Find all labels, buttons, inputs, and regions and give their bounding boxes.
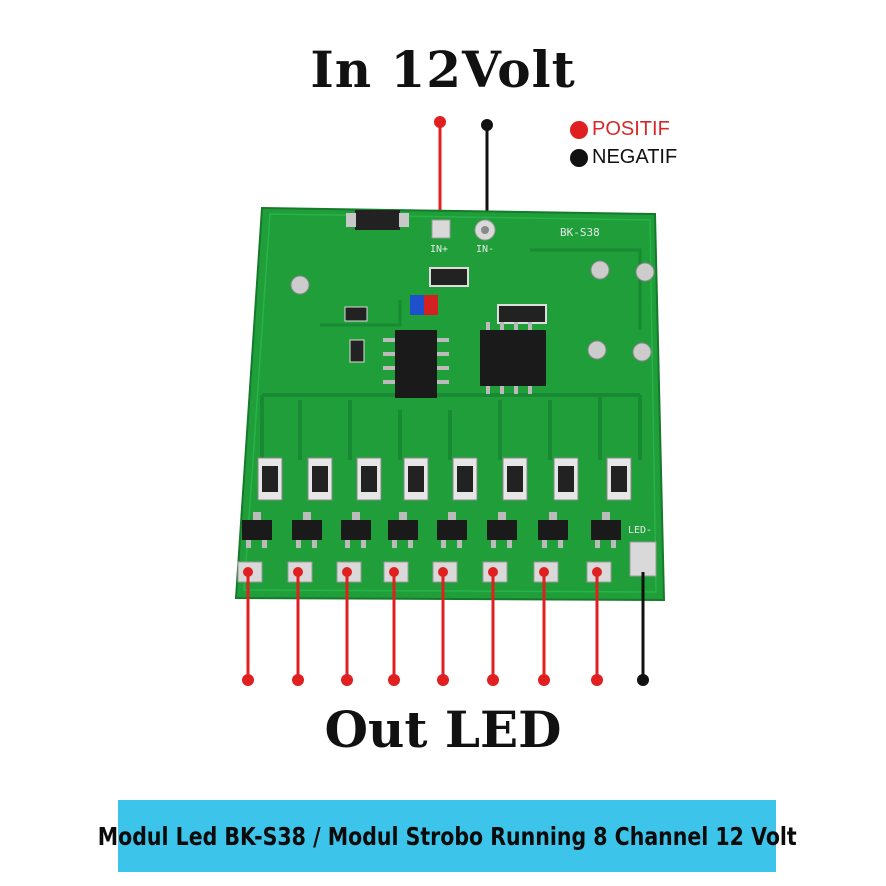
resistor-row xyxy=(257,457,632,501)
silk-model-label: BK-S38 xyxy=(560,226,600,239)
legend-positive-label: POSITIF xyxy=(592,118,670,140)
input-positive-terminal-icon xyxy=(434,116,446,128)
resistor-component xyxy=(502,457,528,501)
output-terminal-icon xyxy=(388,674,400,686)
output-terminal-icon xyxy=(242,674,254,686)
resistor-component xyxy=(403,457,429,501)
transistor-component xyxy=(388,512,418,548)
output-terminal-icon xyxy=(437,674,449,686)
output-start-dot-icon xyxy=(243,567,253,577)
output-negative-terminal-icon xyxy=(637,674,649,686)
transistor-component xyxy=(292,512,322,548)
resistor-component xyxy=(452,457,478,501)
transistor-component xyxy=(538,512,568,548)
output-start-dot-icon xyxy=(592,567,602,577)
diode-component xyxy=(355,210,400,230)
transistor-row xyxy=(242,512,621,548)
resistor-component xyxy=(606,457,632,501)
circuit-board: BK-S38 IN+ IN- LED- xyxy=(234,206,666,602)
output-led-title: Out LED xyxy=(324,700,562,759)
silk-led-negative-label: LED- xyxy=(628,525,652,536)
black-dot-icon xyxy=(570,148,588,167)
silk-in-negative-label: IN- xyxy=(476,244,494,255)
resistor-component xyxy=(356,457,382,501)
silk-in-positive-label: IN+ xyxy=(430,244,448,255)
output-terminal-icon xyxy=(292,674,304,686)
red-dot-icon xyxy=(570,120,588,139)
output-start-dot-icon xyxy=(488,567,498,577)
transistor-component xyxy=(341,512,371,548)
transistor-component xyxy=(591,512,621,548)
legend-negative-label: NEGATIF xyxy=(592,146,678,168)
output-start-dot-icon xyxy=(539,567,549,577)
output-wire-row xyxy=(242,567,603,686)
input-voltage-title: In 12Volt xyxy=(310,40,576,99)
resistor-component xyxy=(553,457,579,501)
ic-chip-1 xyxy=(395,330,437,398)
transistor-component xyxy=(437,512,467,548)
output-terminal-icon xyxy=(538,674,550,686)
ic-chip-2 xyxy=(480,330,546,386)
transistor-component xyxy=(242,512,272,548)
output-terminal-icon xyxy=(591,674,603,686)
product-banner-text: Modul Led BK-S38 / Modul Strobo Running … xyxy=(97,821,797,851)
output-start-dot-icon xyxy=(438,567,448,577)
legend-positive: POSITIF xyxy=(570,118,670,141)
output-start-dot-icon xyxy=(342,567,352,577)
transistor-component xyxy=(487,512,517,548)
product-banner: Modul Led BK-S38 / Modul Strobo Running … xyxy=(98,800,797,872)
resistor-component xyxy=(257,457,283,501)
led-negative-pad xyxy=(629,541,657,577)
input-negative-terminal-icon xyxy=(481,119,493,131)
output-terminal-icon xyxy=(487,674,499,686)
resistor-component xyxy=(307,457,333,501)
output-terminal-icon xyxy=(341,674,353,686)
input-positive-pad xyxy=(431,219,451,239)
output-start-dot-icon xyxy=(293,567,303,577)
output-start-dot-icon xyxy=(389,567,399,577)
legend-negative: NEGATIF xyxy=(570,146,677,169)
